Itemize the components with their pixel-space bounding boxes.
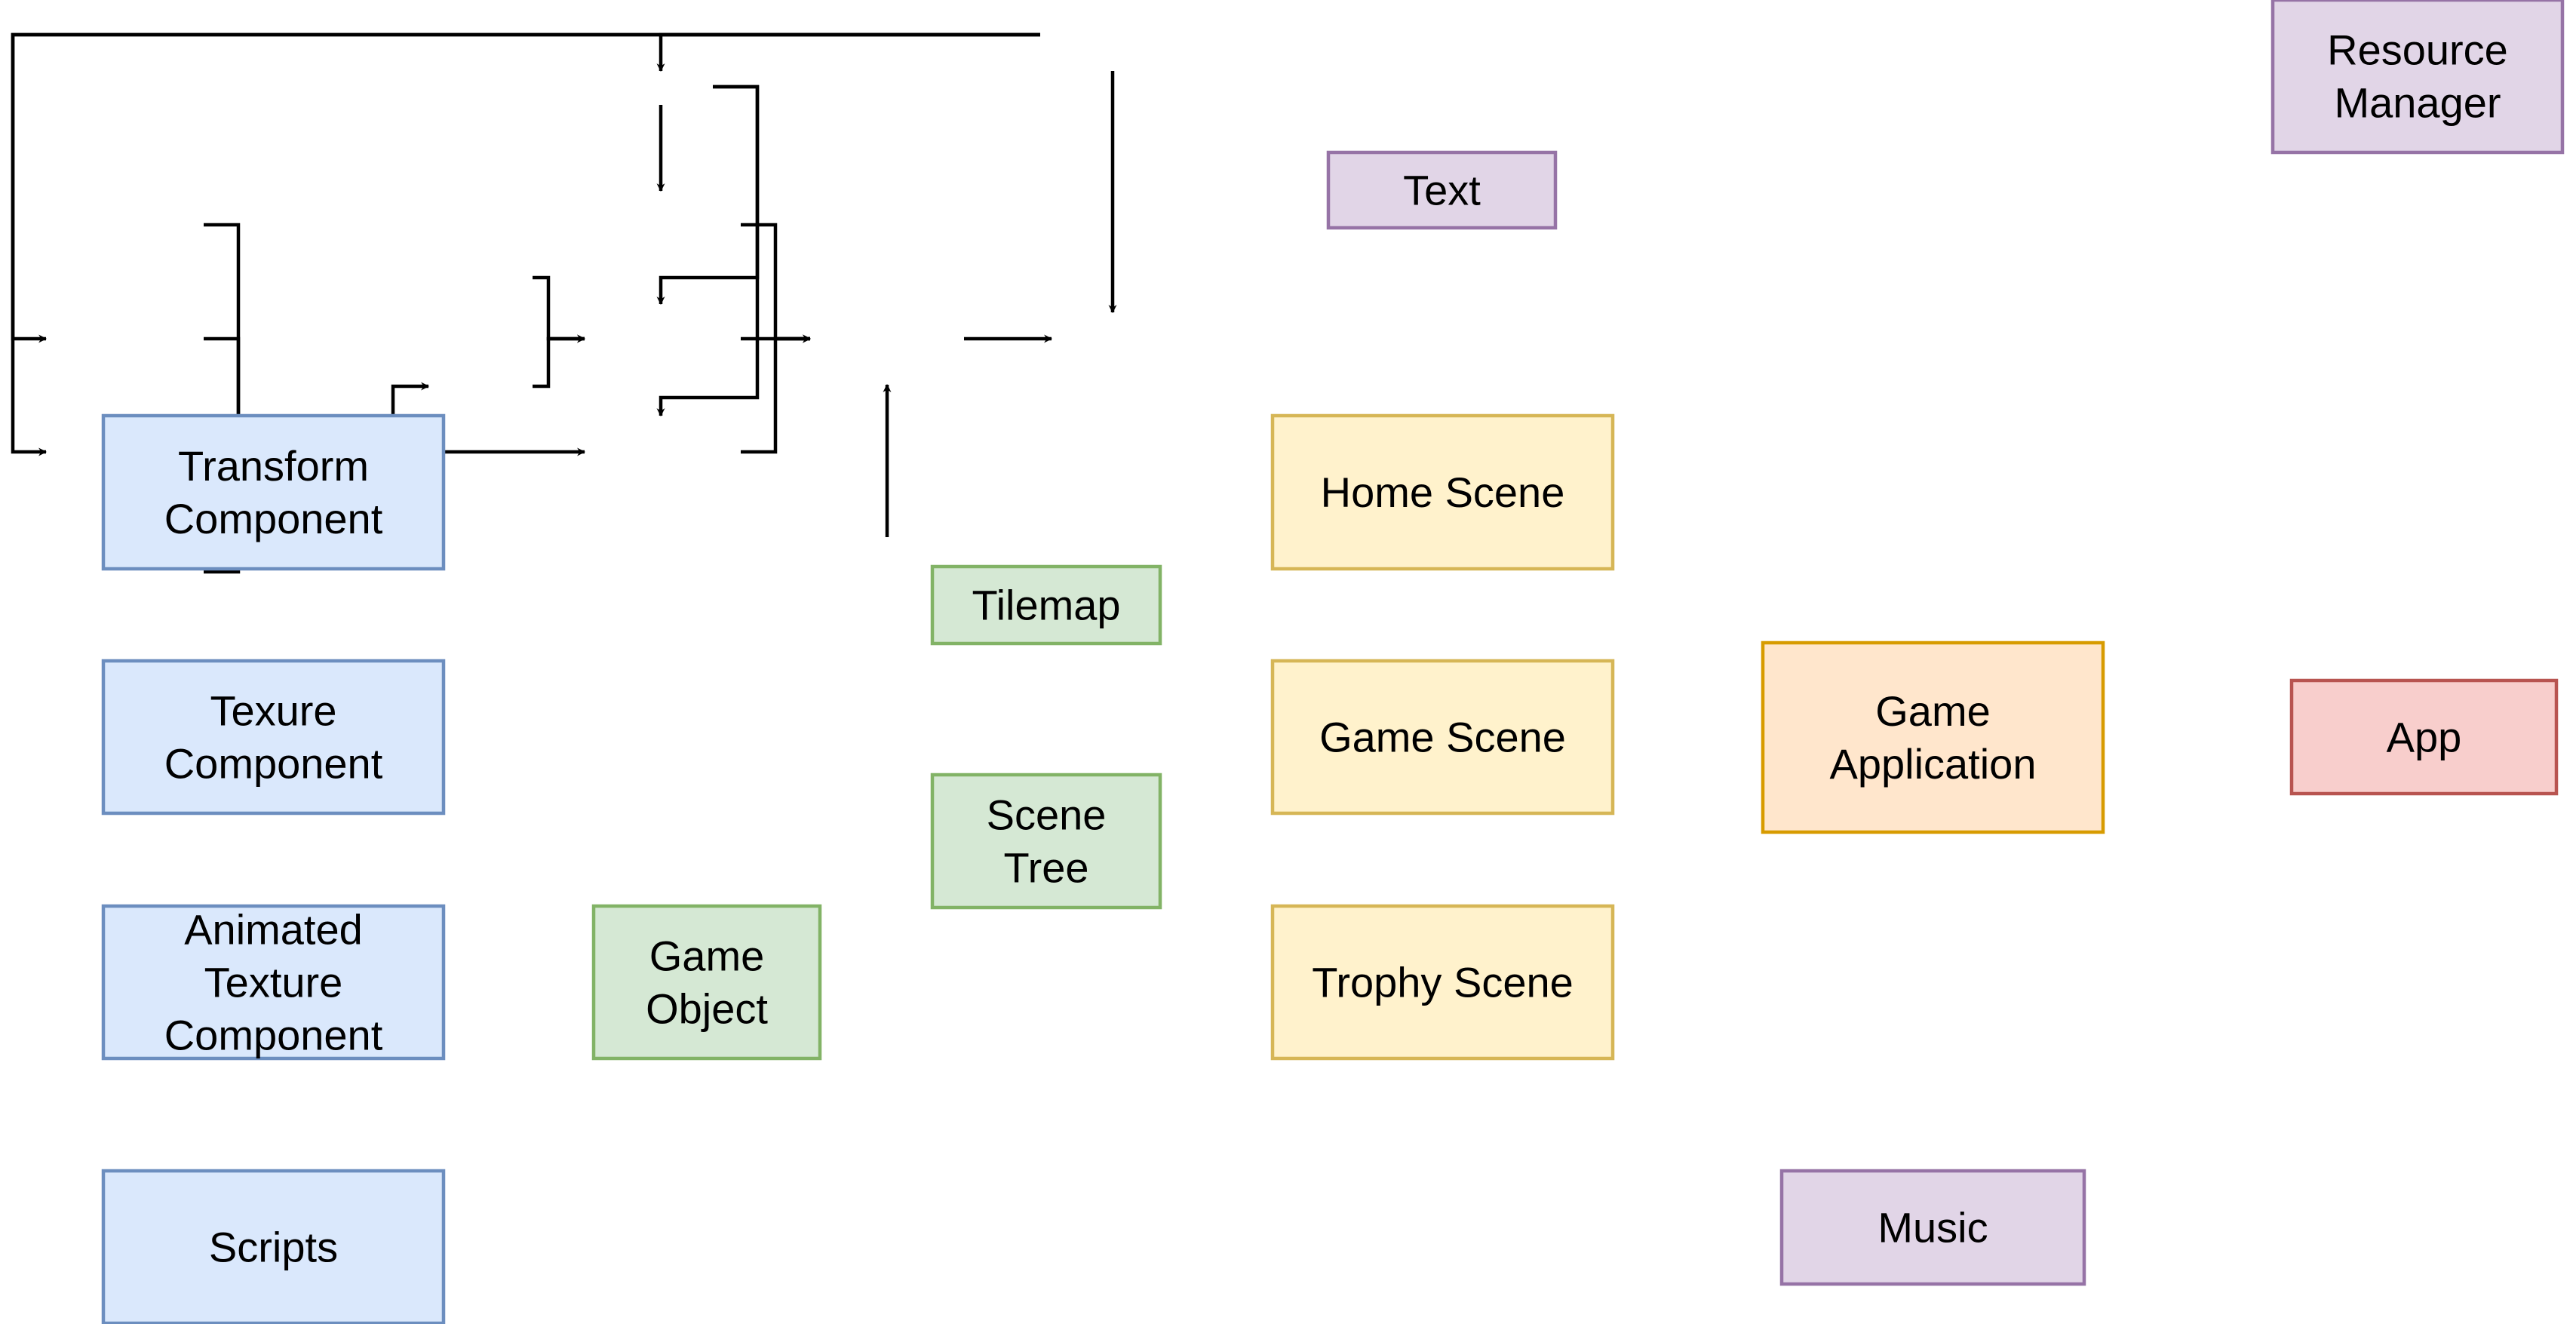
node-resource-manager-label: Resource: [2327, 26, 2508, 74]
node-app: App: [2289, 678, 2559, 796]
node-tilemap: Tilemap: [930, 564, 1162, 646]
node-game-application-box: [1761, 640, 2105, 834]
node-game-scene: Game Scene: [1270, 659, 1615, 816]
node-music-box: [1779, 1169, 2086, 1286]
edge-text-to-game-scene: [656, 84, 760, 306]
node-scene-tree-label: Scene: [987, 791, 1107, 839]
node-scene-tree-label: Tree: [1003, 844, 1088, 892]
edge-tilemap-to-game-scene: [533, 275, 586, 343]
edge-resource-manager-to-texure-component: [11, 32, 1040, 343]
node-app-box: [2289, 678, 2559, 796]
node-texure-component-label: Texure: [210, 687, 336, 735]
node-text: Text: [1326, 150, 1558, 230]
edge-text-to-trophy-scene: [656, 84, 760, 417]
node-game-object-label: Object: [646, 985, 768, 1033]
node-tilemap-box: [930, 564, 1162, 646]
node-texure-component-box: [101, 659, 446, 816]
node-transform-component-label: Transform: [178, 442, 369, 490]
node-trophy-scene-label: Trophy Scene: [1312, 959, 1574, 1006]
node-music: Music: [1779, 1169, 2086, 1286]
node-app-label: App: [2387, 714, 2462, 761]
node-animated-texture-component-label: Animated: [184, 906, 363, 954]
node-animated-texture-component-label: Component: [164, 1012, 383, 1059]
edge-resource-manager-to-animated-texture-component: [11, 32, 1040, 456]
node-trophy-scene-box: [1270, 904, 1615, 1061]
edge-scene-tree-to-game-scene: [533, 334, 586, 389]
node-game-scene-label: Game Scene: [1319, 714, 1566, 761]
node-home-scene-box: [1270, 413, 1615, 571]
node-animated-texture-component-box: [101, 904, 446, 1061]
node-trophy-scene: Trophy Scene: [1270, 904, 1615, 1061]
node-transform-component-box: [101, 413, 446, 571]
node-game-application-label: Game: [1875, 687, 1991, 735]
node-resource-manager-label: Manager: [2334, 79, 2501, 127]
node-scene-tree-box: [930, 773, 1162, 910]
node-tilemap-label: Tilemap: [972, 582, 1120, 629]
node-scripts-label: Scripts: [209, 1224, 338, 1271]
node-game-application-label: Application: [1830, 740, 2037, 788]
node-home-scene: Home Scene: [1270, 413, 1615, 571]
node-scripts: Scripts: [101, 1169, 446, 1324]
node-game-object-label: Game: [649, 932, 765, 980]
node-music-label: Music: [1878, 1204, 1988, 1252]
node-home-scene-label: Home Scene: [1321, 468, 1565, 516]
node-text-label: Text: [1403, 167, 1481, 214]
node-game-scene-box: [1270, 659, 1615, 816]
node-texure-component-label: Component: [164, 740, 383, 788]
node-game-object-box: [591, 904, 822, 1061]
edge-home-scene-to-game-application: [741, 223, 812, 343]
node-text-box: [1326, 150, 1558, 230]
node-transform-component-label: Component: [164, 495, 383, 542]
edge-trophy-scene-to-game-application: [741, 334, 812, 454]
edge-resource-manager-to-text: [656, 32, 1040, 72]
node-scripts-box: [101, 1169, 446, 1324]
node-resource-manager-box: [2271, 0, 2565, 155]
node-animated-texture-component-label: Texture: [204, 959, 343, 1006]
